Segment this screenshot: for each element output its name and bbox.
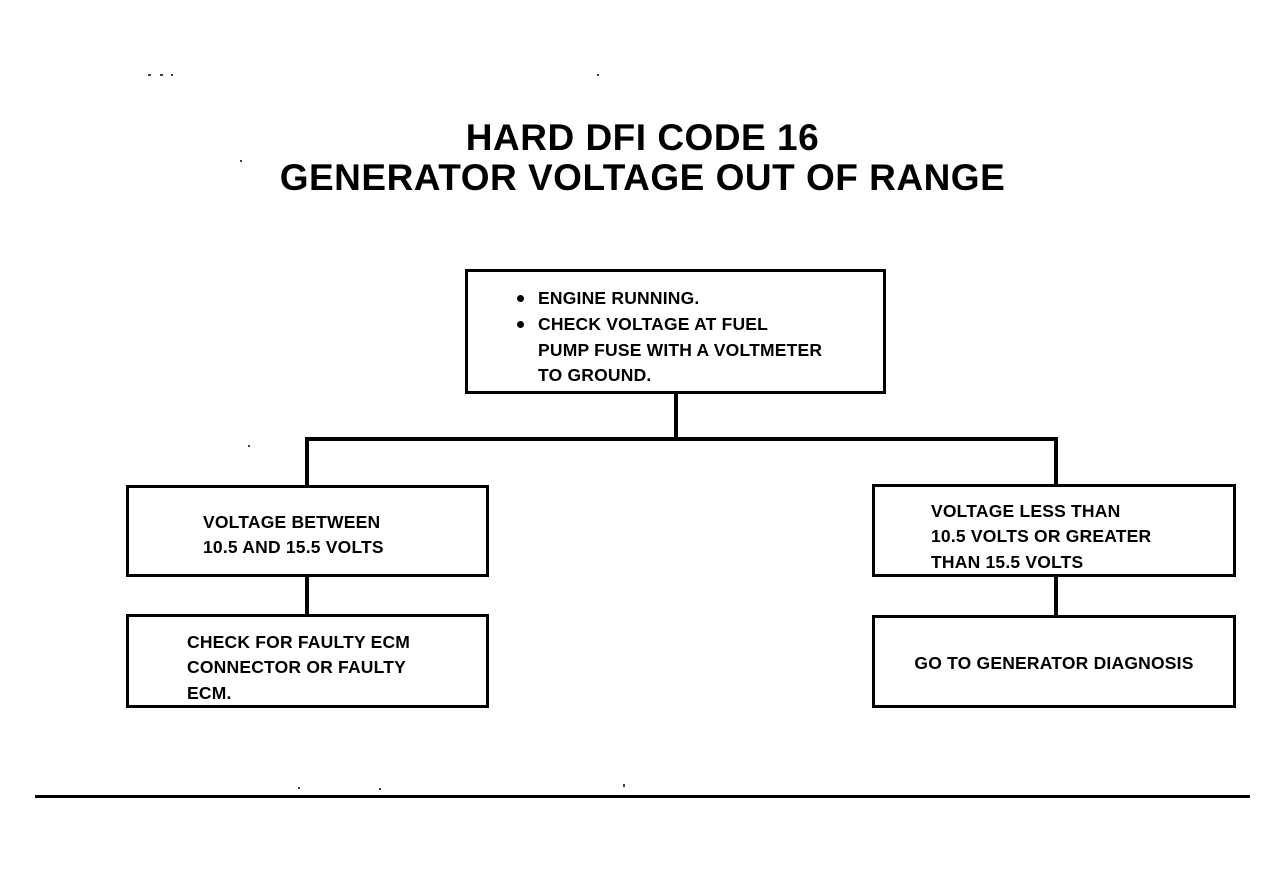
flowchart-node-branch-left: VOLTAGE BETWEEN 10.5 AND 15.5 VOLTS [126,485,489,577]
branch-right-text: VOLTAGE LESS THAN 10.5 VOLTS OR GREATER … [931,501,1152,572]
bullet-icon [517,295,524,302]
connector-horizontal-bus [307,437,1058,441]
flowchart-node-action-right: GO TO GENERATOR DIAGNOSIS [872,615,1236,708]
list-item: CHECK VOLTAGE AT FUEL PUMP FUSE WITH A V… [517,312,822,388]
scan-speckle [379,788,381,790]
action-left-text: CHECK FOR FAULTY ECM CONNECTOR OR FAULTY… [187,632,411,703]
start-bullet-list: ENGINE RUNNING. CHECK VOLTAGE AT FUEL PU… [517,286,822,390]
start-bullet-1-text: ENGINE RUNNING. [538,288,700,308]
connector-branch-right-to-action-right [1054,575,1058,617]
scan-speckle [148,74,151,76]
connector-bus-to-branch-left [305,437,309,487]
bullet-icon [517,321,524,329]
branch-left-text: VOLTAGE BETWEEN 10.5 AND 15.5 VOLTS [203,512,384,558]
list-item: ENGINE RUNNING. [517,286,822,311]
footer-divider [35,795,1250,798]
scan-speckle [623,784,625,787]
start-bullet-2-text: CHECK VOLTAGE AT FUEL PUMP FUSE WITH A V… [538,314,823,386]
scan-speckle [160,74,163,76]
scan-speckle [248,445,250,447]
page-title: HARD DFI CODE 16 GENERATOR VOLTAGE OUT O… [0,118,1285,198]
flowchart-node-branch-right: VOLTAGE LESS THAN 10.5 VOLTS OR GREATER … [872,484,1236,577]
action-right-text: GO TO GENERATOR DIAGNOSIS [914,653,1194,673]
scan-speckle [597,74,599,76]
title-line-description: GENERATOR VOLTAGE OUT OF RANGE [279,156,1006,198]
flowchart-node-start: ENGINE RUNNING. CHECK VOLTAGE AT FUEL PU… [465,269,886,394]
scan-speckle [240,160,242,162]
connector-start-to-bus [674,394,678,440]
title-line-code: HARD DFI CODE 16 [465,117,820,158]
flowchart-node-action-left: CHECK FOR FAULTY ECM CONNECTOR OR FAULTY… [126,614,489,708]
scan-speckle [171,74,173,76]
connector-branch-left-to-action-left [305,575,309,616]
connector-bus-to-branch-right [1054,437,1058,486]
scan-speckle [298,787,300,789]
